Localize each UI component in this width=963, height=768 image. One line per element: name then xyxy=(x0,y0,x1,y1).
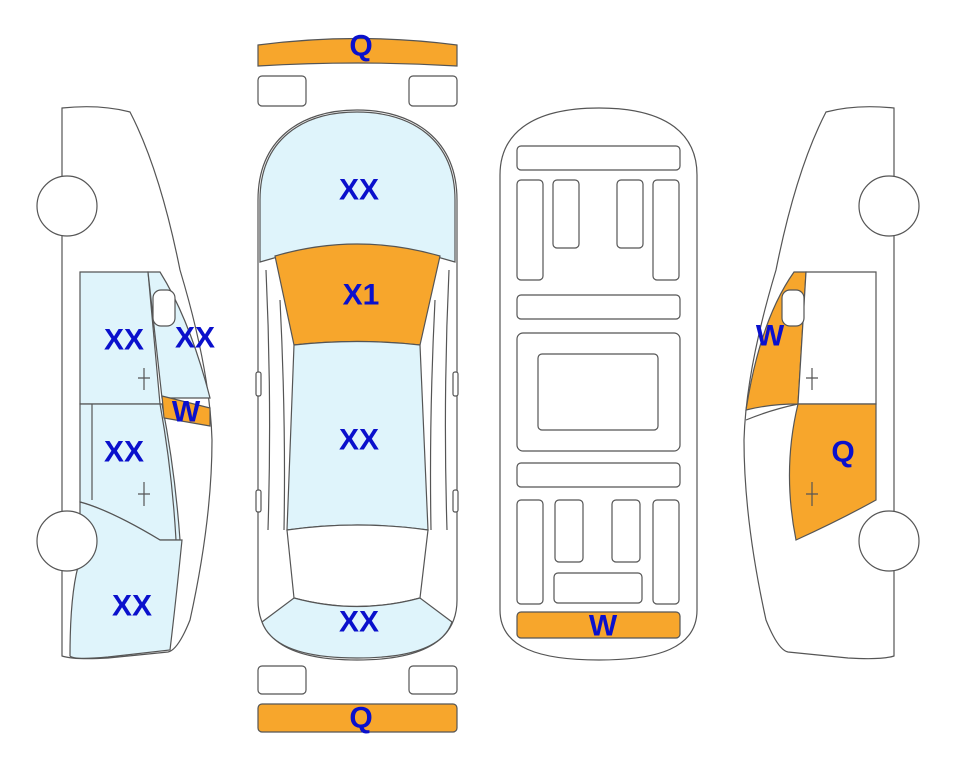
mirror-left-top xyxy=(255,371,262,397)
label-hood: XX xyxy=(339,174,379,207)
left-rear-wheel xyxy=(36,510,98,572)
trunk-panel[interactable] xyxy=(261,597,453,659)
label-left-rear-door: XX xyxy=(104,436,144,469)
right-front-wheel xyxy=(858,175,920,237)
right-door-handle-front xyxy=(806,368,818,390)
under-rear-left-rail xyxy=(516,499,544,605)
rear-glass xyxy=(286,524,429,608)
left-side-view: XX XX W XX XX xyxy=(36,106,215,660)
right-side-glass xyxy=(429,269,450,531)
under-front-right-rail xyxy=(652,179,680,281)
handle-right-top xyxy=(452,489,459,513)
right-pillar-cover xyxy=(781,289,805,327)
label-left-rear-quarter: XX xyxy=(112,590,152,623)
label-left-front-window: XX xyxy=(175,322,215,355)
under-front-left-inner xyxy=(552,179,580,249)
headlight-left xyxy=(257,75,307,107)
left-pillar-cover xyxy=(152,289,176,327)
mirror-right-top xyxy=(452,371,459,397)
left-door-handle-rear xyxy=(138,482,150,506)
under-rear-right-inner xyxy=(611,499,641,563)
under-rear-left-inner xyxy=(554,499,584,563)
underbody-rear-panel[interactable] xyxy=(516,611,681,639)
right-window-inner xyxy=(797,271,877,405)
left-side-glass xyxy=(265,269,286,531)
under-crossmember-2 xyxy=(516,462,681,488)
rear-bumper-panel[interactable] xyxy=(257,703,458,733)
right-front-door-panel[interactable] xyxy=(788,403,877,541)
under-front-bar xyxy=(516,145,681,171)
under-crossmember-1 xyxy=(516,294,681,320)
left-pillar-line xyxy=(91,403,177,541)
underbody-view: W xyxy=(499,107,698,661)
left-door-handle-front xyxy=(138,368,150,390)
label-trunk: XX xyxy=(339,606,379,639)
label-left-mirror: W xyxy=(172,396,201,429)
headlight-right xyxy=(408,75,458,107)
left-mirror-panel[interactable] xyxy=(161,395,211,427)
right-door-strip xyxy=(745,403,799,421)
label-rear-bumper: Q xyxy=(349,702,372,735)
label-roof: XX xyxy=(339,424,379,457)
under-front-left-rail xyxy=(516,179,544,281)
handle-left-top xyxy=(255,489,262,513)
right-door-handle-rear xyxy=(806,482,818,506)
label-front-bumper: Q xyxy=(349,30,372,63)
under-front-right-inner xyxy=(616,179,644,249)
top-view: Q XX X1 XX XX Q xyxy=(255,30,459,735)
front-bumper-panel[interactable] xyxy=(257,37,458,67)
right-rear-wheel xyxy=(858,510,920,572)
right-side-view: W Q xyxy=(743,106,920,660)
taillight-right xyxy=(408,665,458,695)
label-left-front-door: XX xyxy=(104,324,144,357)
taillight-left xyxy=(257,665,307,695)
under-rear-bar xyxy=(553,572,643,604)
under-tunnel xyxy=(537,353,659,431)
label-right-front-door: Q xyxy=(831,436,854,469)
left-rear-quarter-panel[interactable] xyxy=(69,501,183,659)
left-front-wheel xyxy=(36,175,98,237)
label-underbody-rear-panel: W xyxy=(589,610,618,643)
label-windshield: X1 xyxy=(343,279,380,312)
label-right-front-window: W xyxy=(756,320,785,353)
under-rear-right-rail xyxy=(652,499,680,605)
